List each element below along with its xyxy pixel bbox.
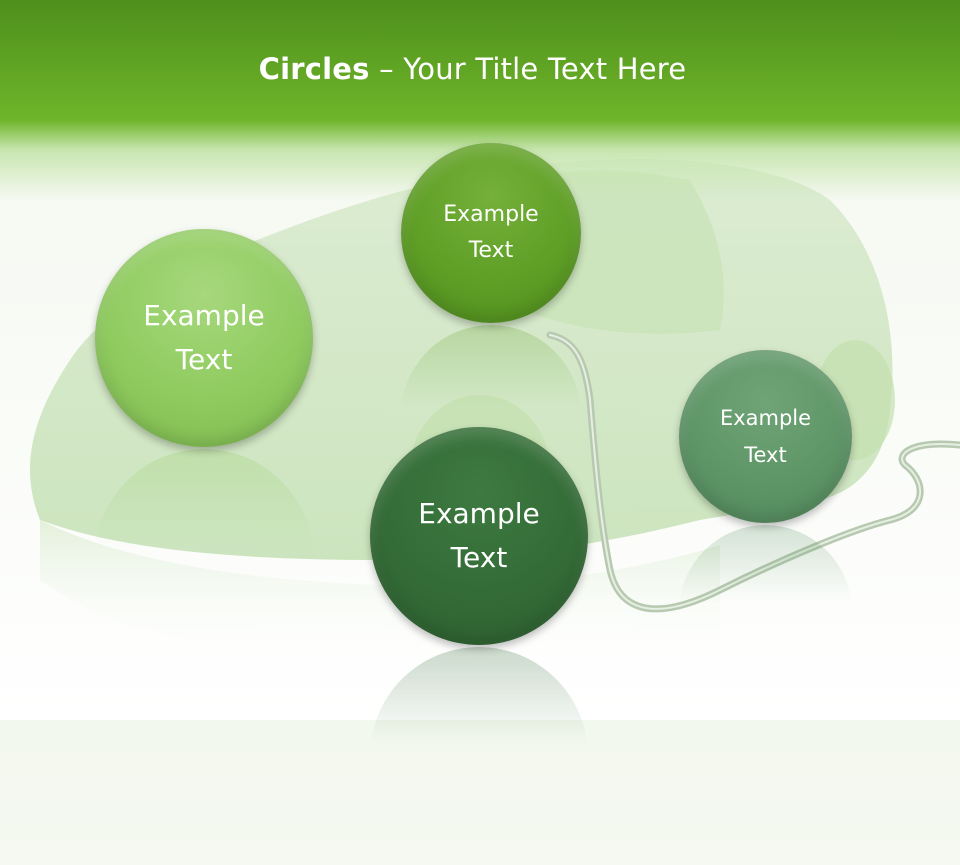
circle-light-green[interactable]: Example Text [95, 229, 313, 447]
slide-title-rest: – Your Title Text Here [369, 52, 687, 86]
circle-dark-green[interactable]: Example Text [370, 427, 588, 645]
circle-reflection [679, 525, 852, 698]
circle-label: Example Text [443, 202, 539, 263]
circle-reflection [95, 449, 313, 667]
slide-title: Circles – Your Title Text Here [0, 52, 945, 86]
circle-sage-green[interactable]: Example Text [679, 350, 852, 523]
circle-label: Example Text [719, 405, 812, 467]
circle-label: Example Text [418, 497, 540, 574]
circle-reflection [370, 647, 588, 865]
slide-title-bold: Circles [258, 52, 370, 86]
circle-label: Example Text [143, 299, 265, 376]
circle-green[interactable]: Example Text [401, 143, 581, 323]
